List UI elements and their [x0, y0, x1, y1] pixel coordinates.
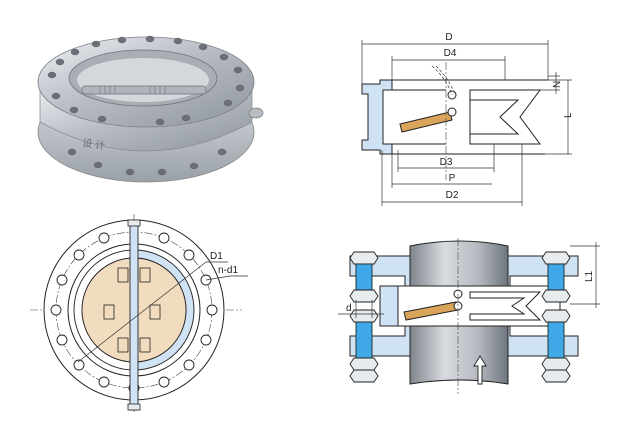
dim-d: d: [346, 303, 352, 314]
dim-N: N: [552, 81, 563, 88]
dim-L: L: [563, 112, 574, 118]
dim-n-d1: n-d1: [218, 265, 238, 276]
dim-D2: D2: [446, 190, 459, 201]
dim-D4: D4: [444, 48, 457, 59]
front-hinge-bar: [129, 223, 139, 411]
install-pipe-lower: [409, 325, 509, 385]
valve-photo: 设 计: [37, 35, 264, 183]
dim-P: P: [449, 173, 456, 184]
photo-marking: 设 计: [82, 136, 106, 152]
install-view: L1 d: [338, 238, 600, 394]
section-view-top: D D4 N L D3 P D2: [361, 32, 574, 206]
dim-L1: L1: [584, 270, 595, 282]
flow-arrow-icon: [473, 355, 487, 385]
install-bolt-right: [541, 251, 571, 383]
dim-D1: D1: [210, 251, 223, 262]
front-view: D1 n-d1: [30, 214, 248, 412]
photo-bolt-holes: [47, 35, 245, 176]
dim-D3: D3: [440, 157, 453, 168]
install-bolt-left: [349, 251, 379, 383]
dim-D: D: [445, 32, 452, 43]
front-bolt-holes: [50, 232, 218, 394]
install-pipe-upper: [409, 240, 509, 287]
